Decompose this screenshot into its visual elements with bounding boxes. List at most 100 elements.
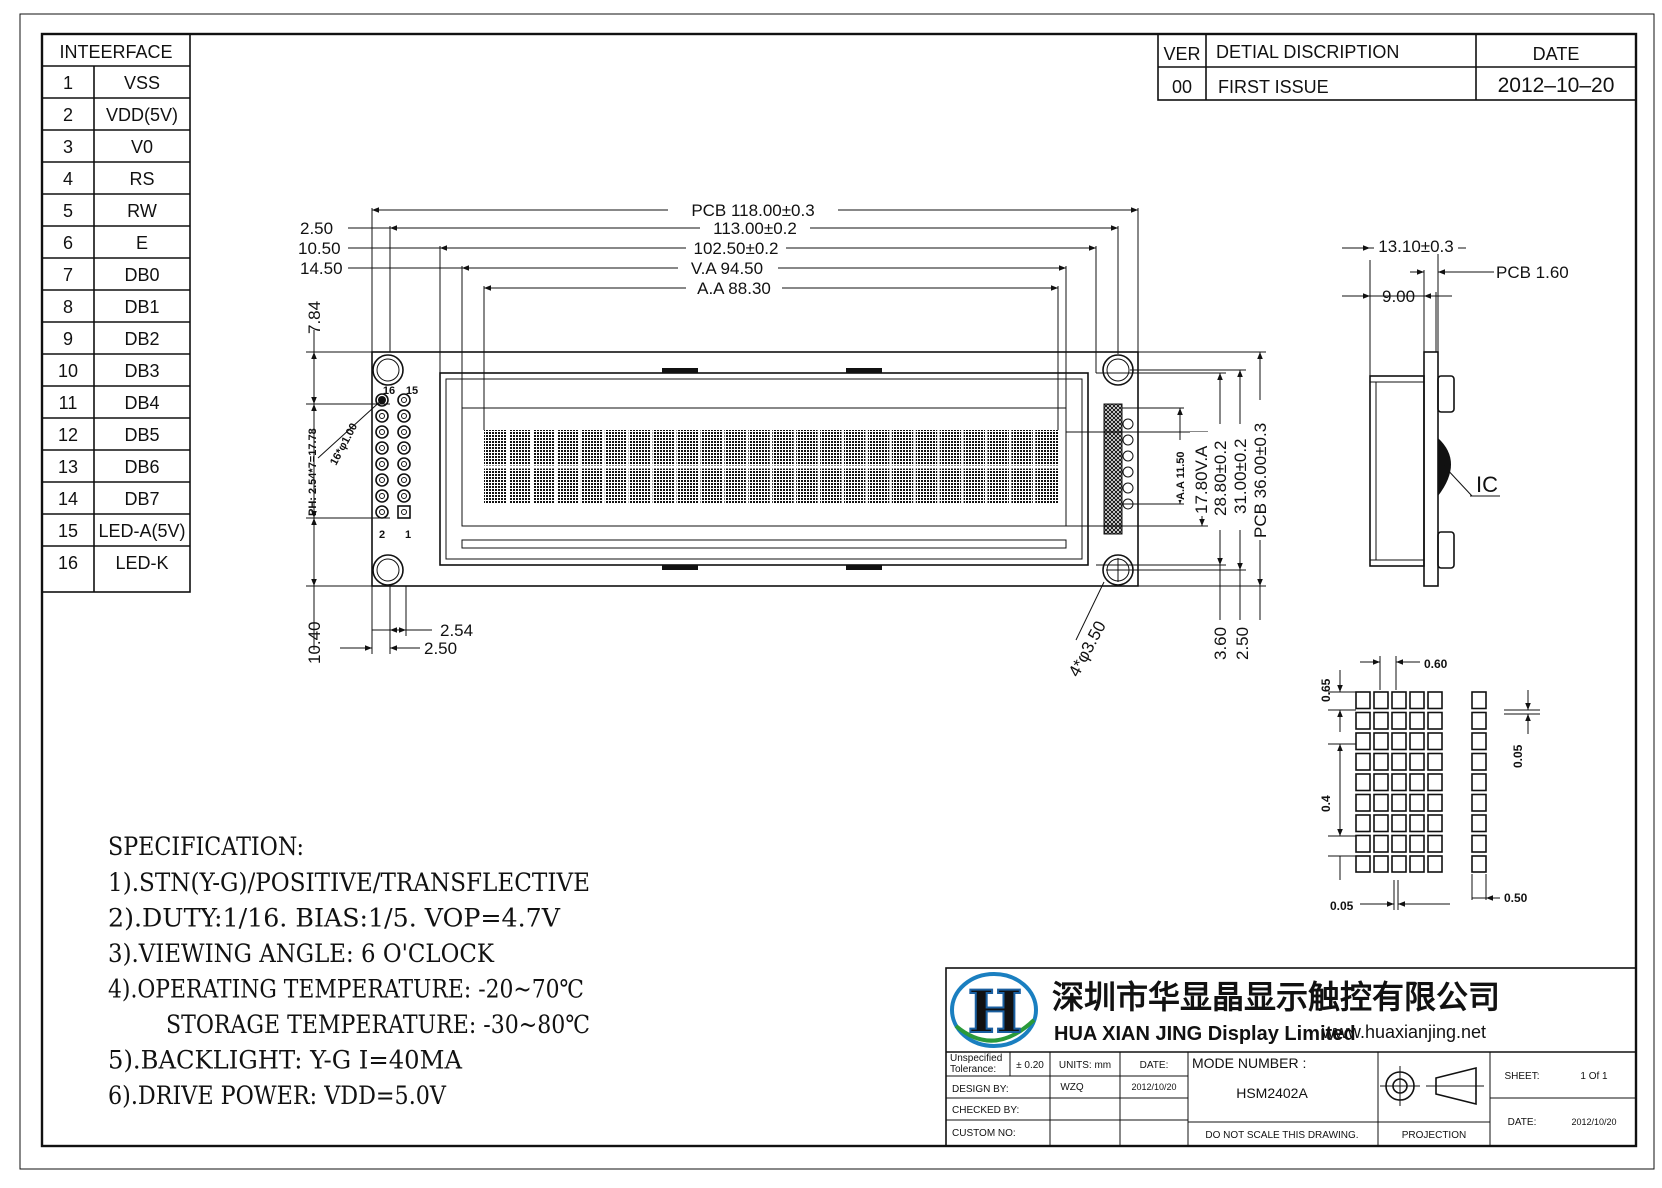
pixel-dot	[1427, 732, 1443, 751]
pixel-dot	[1471, 814, 1487, 833]
pixel-dot	[1355, 834, 1371, 853]
pin-name: RW	[127, 201, 157, 221]
header-pin	[375, 473, 389, 487]
tb-sheet-label: SHEET:	[1504, 1071, 1539, 1082]
spec-line: 6).DRIVE POWER: VDD=5.0V	[108, 1081, 447, 1110]
rev-ver-label: VER	[1163, 44, 1200, 64]
company-website: www.huaxianjing.net	[1321, 1022, 1486, 1042]
pixel-dot	[1355, 732, 1371, 751]
projection-symbol	[1380, 1066, 1484, 1106]
pin-name: DB5	[124, 425, 159, 445]
pixel-dot	[1373, 711, 1389, 730]
px-dim-04: 0.4	[1319, 795, 1333, 812]
pixel-dot	[1355, 711, 1371, 730]
pin-name: V0	[131, 137, 153, 157]
pixel-dot	[1471, 793, 1487, 812]
header-pin	[375, 425, 389, 439]
pixel-dot	[1471, 834, 1487, 853]
header-pin	[375, 505, 389, 519]
pin1-label: 1	[405, 529, 411, 541]
pixel-dot	[1471, 752, 1487, 771]
header-pin	[397, 505, 411, 519]
cursor-dot	[1409, 855, 1425, 873]
pin-name: DB2	[124, 329, 159, 349]
side-body	[1369, 375, 1425, 567]
tb-mode-value: HSM2402A	[1236, 1085, 1308, 1101]
tb-tol-value: ± 0.20	[1016, 1060, 1044, 1071]
pixel-dot	[1427, 773, 1443, 792]
specification: SPECIFICATION: 1).STN(Y-G)/POSITIVE/TRAN…	[108, 832, 590, 1110]
dim-pcb-width: PCB 118.00±0.3	[691, 201, 814, 220]
px-dim-005b: 0.05	[1330, 899, 1354, 913]
dim-288: 28.80±0.2	[1211, 440, 1230, 516]
pin-number: 5	[63, 201, 73, 221]
pixel-dot	[1409, 711, 1425, 730]
bezel-outer	[439, 372, 1089, 566]
pin-number: 14	[58, 489, 78, 509]
pin-header	[375, 393, 411, 519]
tb-projection: PROJECTION	[1402, 1130, 1466, 1141]
spec-line: 2).DUTY:1/16. BIAS:1/5. VOP=4.7V	[108, 904, 561, 933]
fpc-pin	[1122, 450, 1134, 462]
fpc-pin	[1122, 434, 1134, 446]
side-dim-1310: 13.10±0.3	[1378, 237, 1454, 256]
title-block: H 深圳市华显晶显示触控有限公司 HUA XIAN JING Display L…	[945, 967, 1637, 1147]
pixel-dot	[1391, 773, 1407, 792]
cursor-dot	[1355, 855, 1371, 873]
pin-number: 1	[63, 73, 73, 93]
header-pin	[397, 441, 411, 455]
tb-tol-label-1: Unspecified	[950, 1053, 1002, 1064]
dim-310: 31.00±0.2	[1231, 438, 1250, 514]
spec-title: SPECIFICATION:	[108, 832, 304, 861]
pixel-dot	[1391, 732, 1407, 751]
dim-1450: 14.50	[300, 259, 343, 278]
pin-name: LED-K	[115, 553, 168, 573]
tb-date-label: DATE:	[1140, 1060, 1169, 1071]
pixel-dot	[1409, 773, 1425, 792]
pin-name: RS	[129, 169, 154, 189]
pixel-dot	[1391, 793, 1407, 812]
header-pin	[397, 489, 411, 503]
side-pcb	[1423, 351, 1439, 587]
spec-line: 3).VIEWING ANGLE: 6 O'CLOCK	[108, 939, 495, 968]
dim-mount-holes: 4*φ3.50	[1065, 618, 1110, 680]
pixel-dot	[1409, 814, 1425, 833]
pixel-detail: 0.60 0.65 0.05 0.4 0.05 0.50	[1319, 656, 1540, 913]
pixel-dot	[1427, 752, 1443, 771]
side-dim-pcb: PCB 1.60	[1496, 263, 1569, 282]
pin-number: 7	[63, 265, 73, 285]
pin-name: DB0	[124, 265, 159, 285]
pixel-dot	[1409, 691, 1425, 710]
tb-checked-label: CHECKED BY:	[952, 1105, 1019, 1116]
dim-113: 113.00±0.2	[713, 219, 797, 238]
revision-table: VER DETIAL DISCRIPTION DATE 00 FIRST ISS…	[1157, 33, 1637, 101]
dim-1040: 10.40	[305, 621, 324, 664]
dim-ph: PH: 2.54*7=17.78	[307, 428, 319, 516]
side-view: IC 13.10±0.3 PCB 1.60 9.00	[1342, 236, 1569, 587]
dim-aa: A.A 88.30	[697, 279, 771, 298]
pixel-dot	[1471, 711, 1487, 730]
pixel-dot	[1427, 793, 1443, 812]
dim-aa-height: A.A 11.50	[1175, 451, 1187, 500]
pixel-dot	[1391, 691, 1407, 710]
tb-tol-label-2: Tolerance:	[950, 1064, 996, 1075]
pixel-dot	[1391, 834, 1407, 853]
pixel-dot	[1373, 752, 1389, 771]
pixel-dot	[1471, 732, 1487, 751]
fpc-connector	[1103, 403, 1123, 535]
pin15-label: 15	[406, 385, 418, 397]
tb-design-by: WZQ	[1060, 1082, 1084, 1093]
pin-name: DB1	[124, 297, 159, 317]
tb-units: UNITS: mm	[1059, 1060, 1111, 1071]
header-pin	[397, 457, 411, 471]
interface-header: INTEERFACE	[59, 42, 172, 62]
pixel-dot	[1427, 691, 1443, 710]
pixel-dot	[1471, 773, 1487, 792]
dim-254: 2.54	[440, 621, 473, 640]
front-view: 16 15 2 1 PCB 118.00	[298, 200, 1270, 680]
pin-number: 4	[63, 169, 73, 189]
dim-360: 3.60	[1211, 627, 1230, 660]
pin-number: 2	[63, 105, 73, 125]
